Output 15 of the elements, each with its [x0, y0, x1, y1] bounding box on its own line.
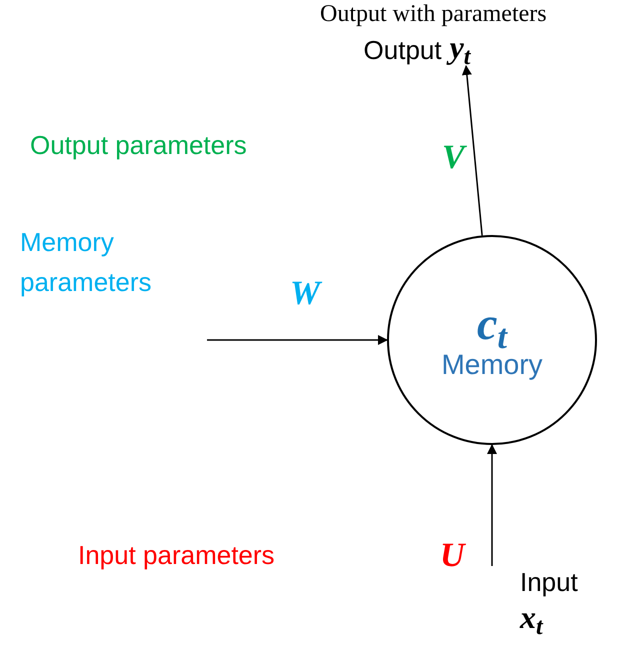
io-label: Output [364, 34, 442, 66]
cell-symbol: c$_{t}$ [476, 299, 507, 349]
memory-label: Memory [441, 349, 543, 381]
parameter-label: Memory parameters [20, 226, 152, 299]
arrow [207, 335, 388, 345]
arrow [462, 65, 483, 236]
io-label: Input [520, 566, 578, 598]
arrow [487, 444, 497, 566]
parameter-label: Output parameters [30, 129, 247, 162]
symbol-label: U [440, 536, 465, 576]
variable-symbol: x$_{t}$ [520, 598, 543, 636]
parameter-label: Input parameters [78, 539, 275, 572]
symbol-label: W [290, 274, 320, 314]
title: Output with parameters [320, 0, 547, 28]
symbol-label: V [442, 138, 465, 178]
